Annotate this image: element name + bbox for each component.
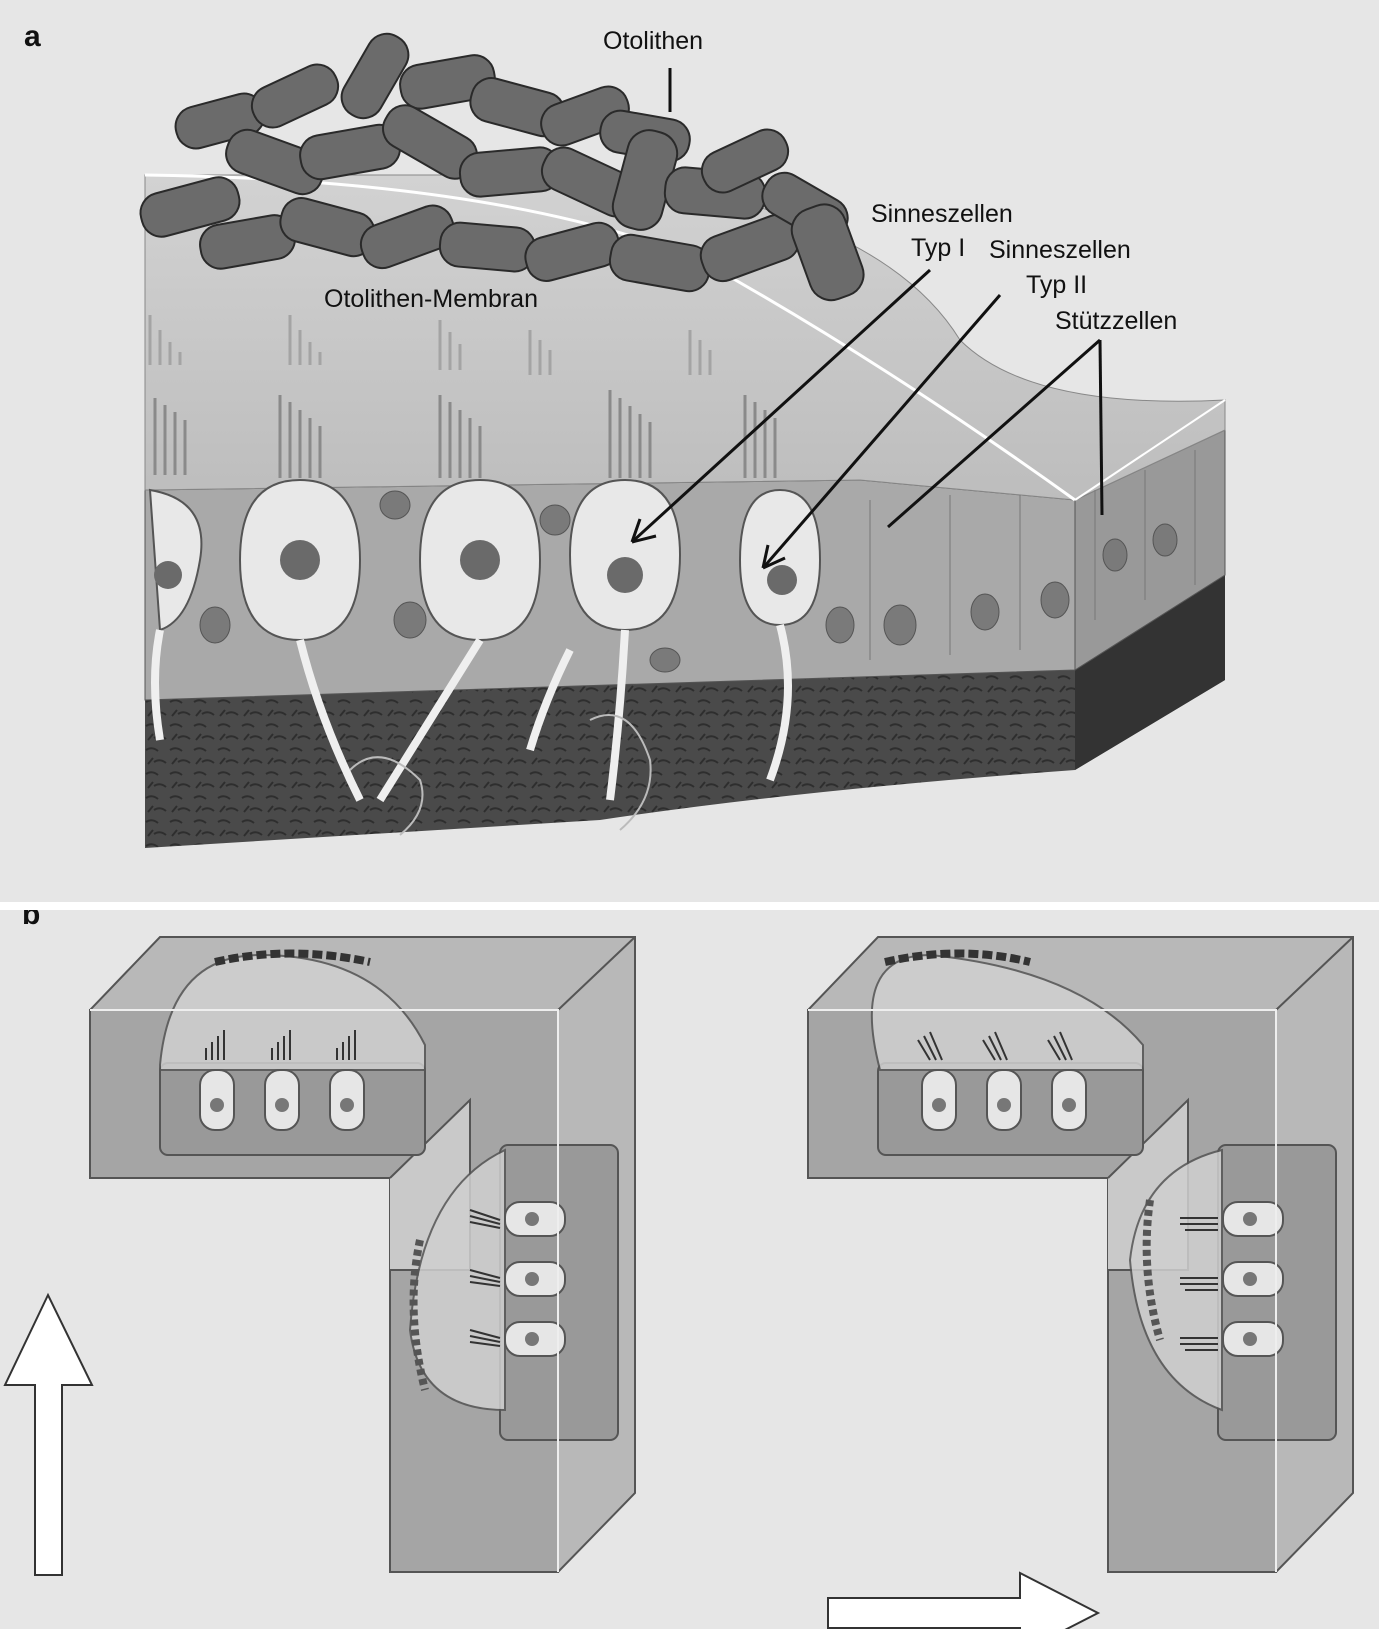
label-sinneszellen-typ2: Sinneszellen [989, 236, 1131, 264]
l-box-tilted [807, 936, 1354, 1573]
panel-b-letter: b [22, 910, 41, 931]
stereocilia [153, 390, 777, 478]
panel-b: b [0, 910, 1379, 1629]
hair-cells [148, 450, 1196, 836]
arrow-right-icon [827, 1571, 1101, 1629]
label-otolithen: Otolithen [603, 27, 704, 55]
label-otolithen-membran: Otolithen-Membran [324, 285, 538, 313]
tilt-diagram [3, 936, 1354, 1629]
label-sinneszellen-typ1: Sinneszellen [871, 200, 1013, 228]
connective-tissue [145, 575, 1225, 848]
label-typ1: Typ I [911, 234, 966, 262]
panel-a-letter: a [24, 20, 41, 53]
otolith-organ-illustration [139, 32, 1226, 848]
leader-lines [630, 68, 1104, 569]
arrow-up-icon [3, 1292, 94, 1576]
label-stuetzzellen: Stützzellen [1055, 307, 1178, 335]
panel-a: a [0, 0, 1379, 902]
l-box-upright [89, 936, 636, 1573]
label-typ2: Typ II [1026, 271, 1088, 299]
otoliths [139, 32, 865, 302]
